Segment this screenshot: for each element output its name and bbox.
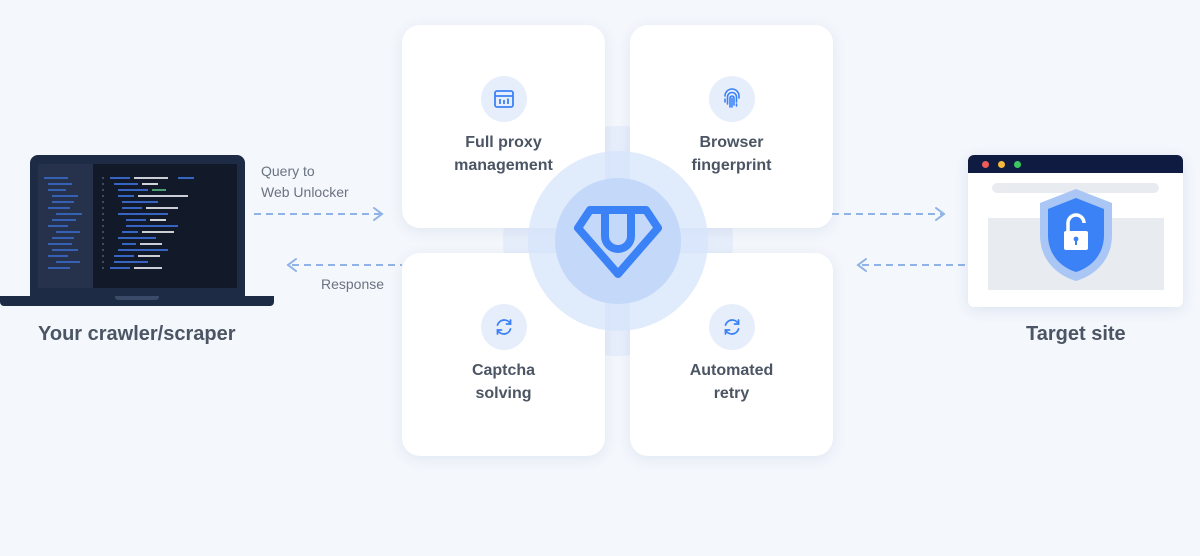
card-label-line1: Automated <box>689 362 774 379</box>
card-browser-fingerprint: Browser fingerprint <box>630 25 833 228</box>
return-arrow <box>856 258 966 272</box>
maximize-dot-icon <box>1014 161 1021 168</box>
request-label-line2: Web Unlocker <box>261 184 349 200</box>
code-lines <box>44 177 194 269</box>
refresh-icon <box>481 304 527 350</box>
response-label: Response <box>321 276 385 292</box>
card-label-line1: Browser <box>699 134 764 151</box>
forward-arrow <box>832 207 946 221</box>
request-arrow <box>254 207 384 221</box>
card-label-line1: Full proxy <box>465 134 542 151</box>
refresh-icon <box>709 304 755 350</box>
card-captcha-solving: Captcha solving <box>402 253 605 456</box>
dashboard-icon <box>481 76 527 122</box>
center-hub <box>555 178 681 304</box>
card-label-line2: retry <box>713 385 750 402</box>
target-browser-window <box>968 155 1183 307</box>
laptop <box>30 155 245 297</box>
target-site-label: Target site <box>1026 323 1126 345</box>
laptop-base <box>0 296 274 306</box>
crawler-label: Your crawler/scraper <box>38 323 236 345</box>
card-label-line2: management <box>454 157 553 174</box>
shield-unlock-icon <box>1040 189 1112 281</box>
card-label-line2: fingerprint <box>691 157 772 174</box>
response-arrow <box>286 258 402 272</box>
minimize-dot-icon <box>998 161 1005 168</box>
laptop-screen <box>38 164 237 288</box>
request-label-line1: Query to <box>261 163 315 179</box>
close-dot-icon <box>982 161 989 168</box>
card-label-line1: Captcha <box>471 362 536 379</box>
card-label-line2: solving <box>475 385 532 402</box>
fingerprint-icon <box>709 76 755 122</box>
laptop-notch <box>115 296 159 300</box>
unlocker-logo-icon <box>574 206 662 278</box>
browser-titlebar <box>968 155 1183 173</box>
address-bar <box>992 183 1159 193</box>
